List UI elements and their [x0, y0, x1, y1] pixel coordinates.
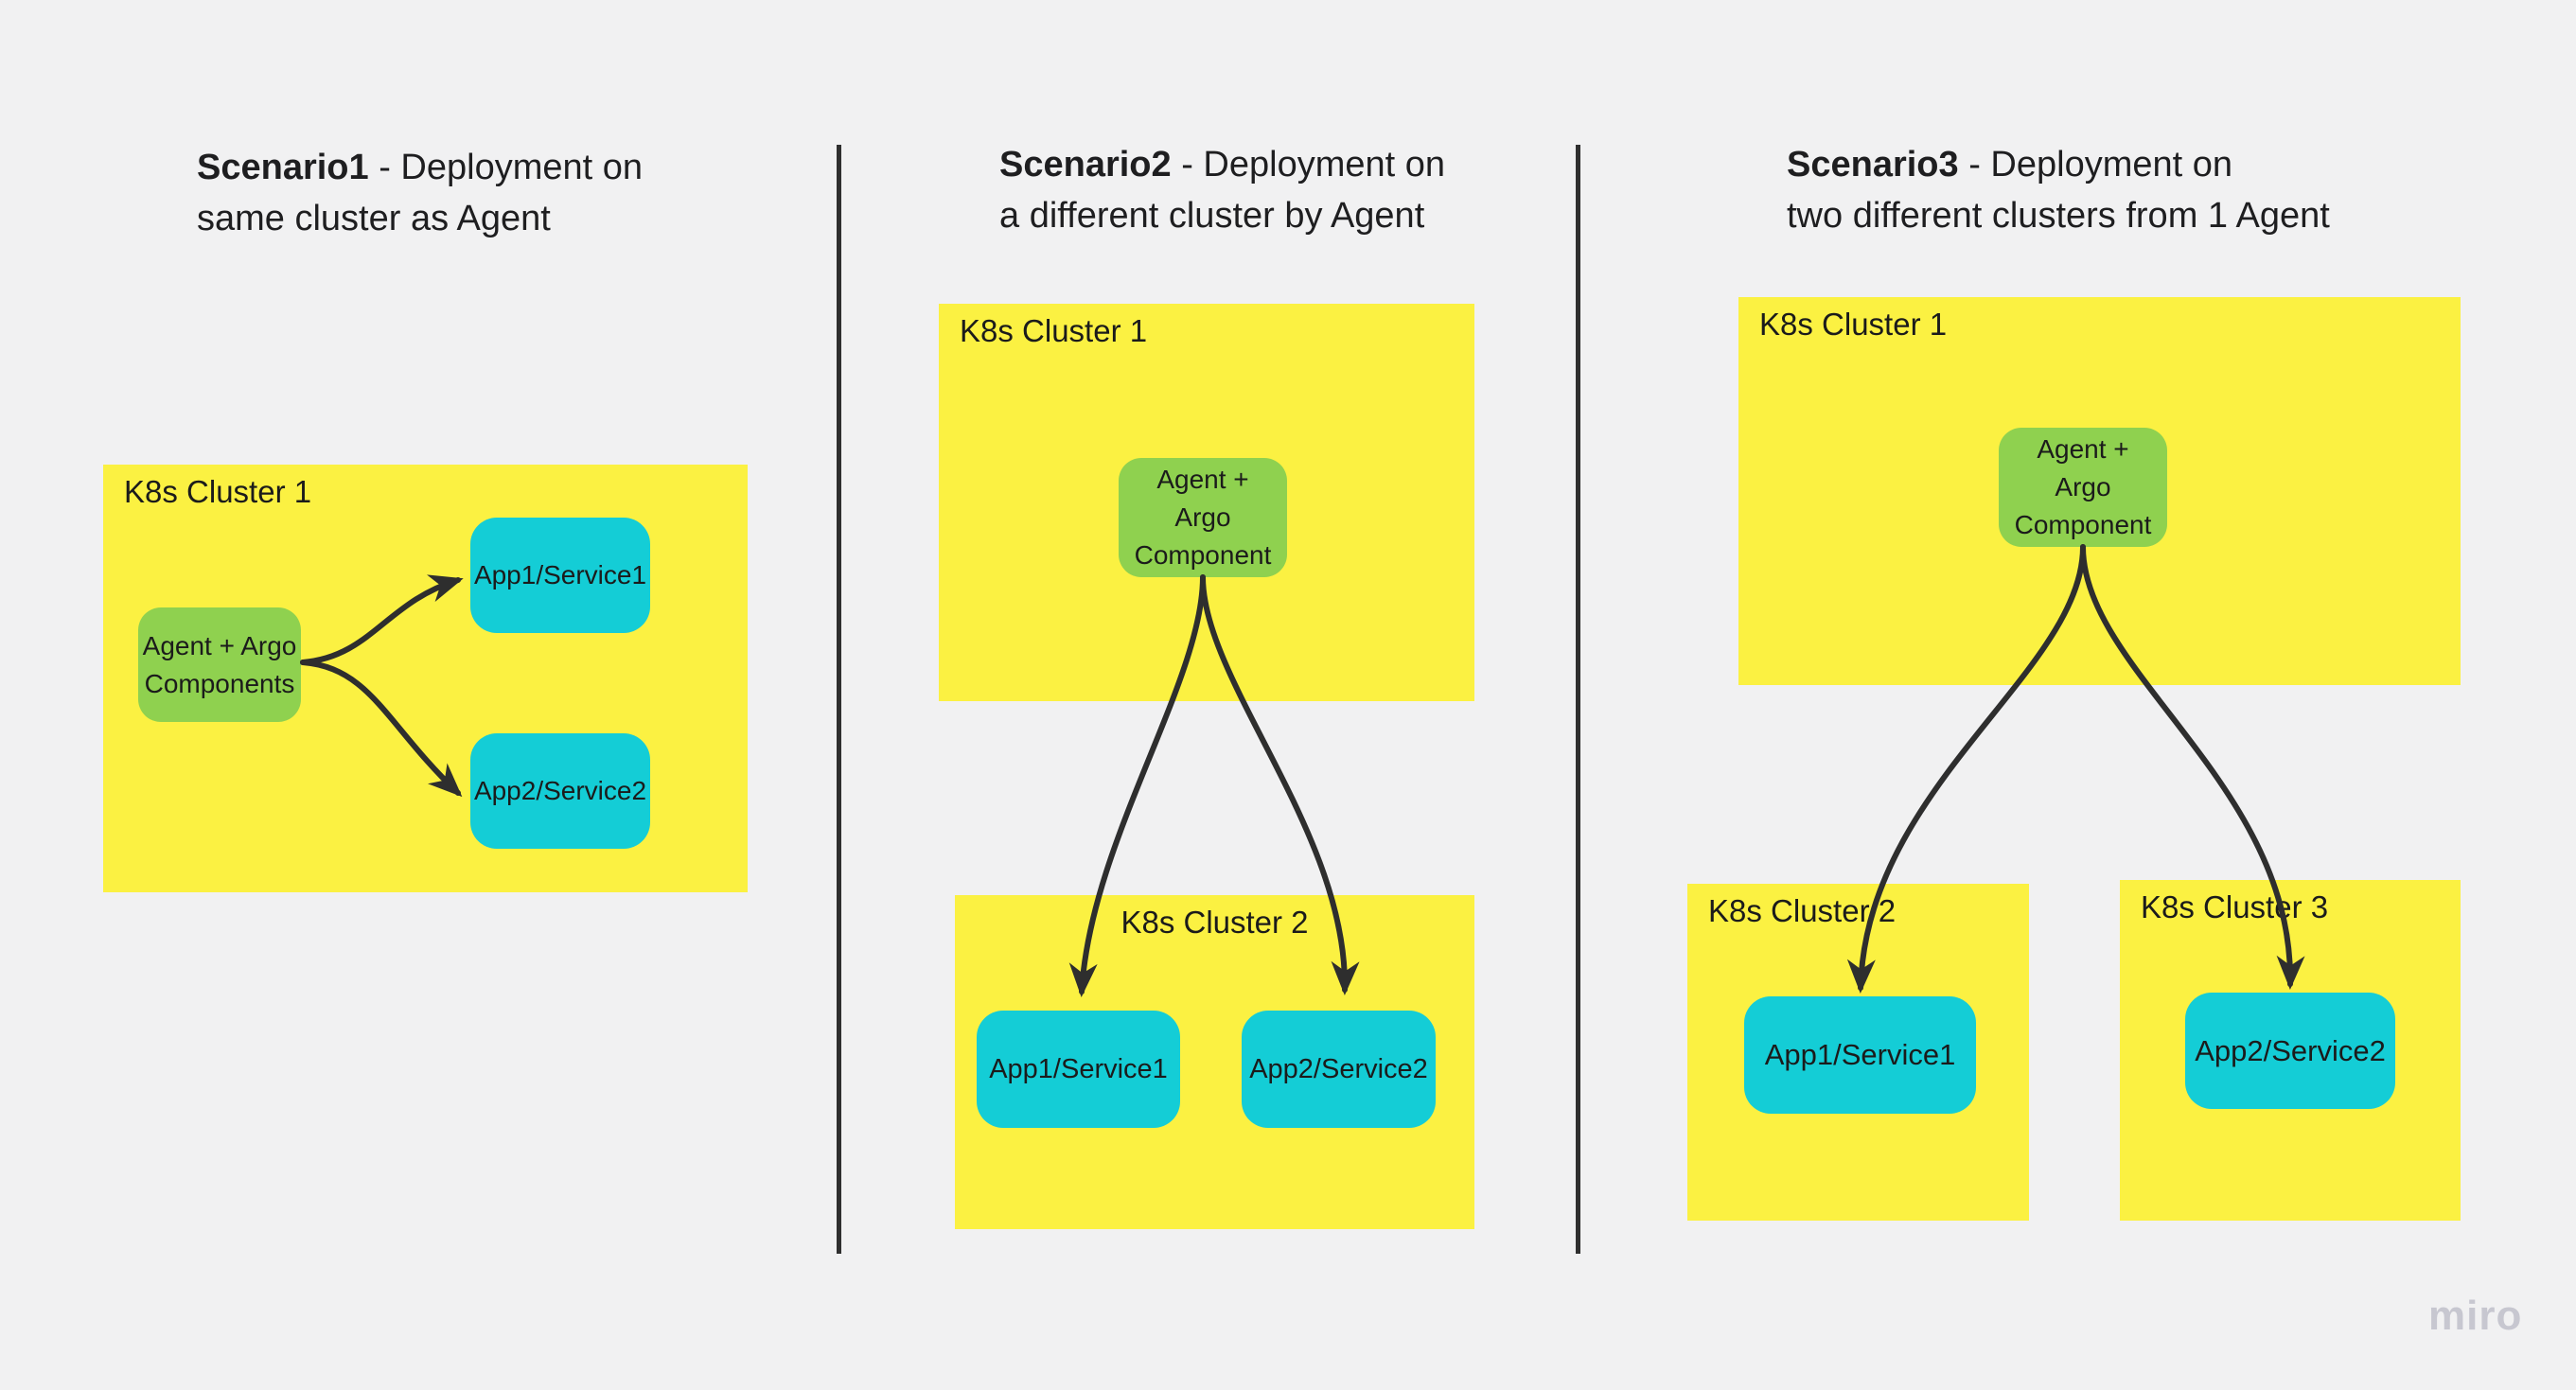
s1-app2-node[interactable]: App2/Service2: [470, 733, 650, 849]
s2-cluster2-label: K8s Cluster 2: [1120, 905, 1309, 940]
s2-app2-node[interactable]: App2/Service2: [1242, 1011, 1436, 1128]
s2-app1-node[interactable]: App1/Service1: [977, 1011, 1180, 1128]
scenario-3-title-bold: Scenario3: [1787, 145, 1959, 185]
scenario-1-title-bold: Scenario1: [197, 148, 369, 187]
s1-agent-node[interactable]: Agent + Argo Components: [138, 607, 301, 722]
s3-agent-node[interactable]: Agent + Argo Component: [1999, 428, 2167, 547]
s3-cluster3-label: K8s Cluster 3: [2141, 889, 2329, 924]
s1-app2-node-label: App2/Service2: [473, 776, 647, 805]
scenario-2-title[interactable]: Scenario2 - Deployment on a different cl…: [999, 139, 1445, 241]
s1-cluster1-label: K8s Cluster 1: [124, 474, 312, 509]
scenario-1-title[interactable]: Scenario1 - Deployment on same cluster a…: [197, 142, 643, 244]
s2-agent-node[interactable]: Agent + Argo Component: [1119, 458, 1287, 577]
scenario-3-title-rest: - Deployment on: [1958, 145, 2233, 185]
s1-agent-node-label: Agent + Argo Components: [142, 630, 297, 698]
s3-app1-node[interactable]: App1/Service1: [1744, 996, 1976, 1114]
scenario-2-title-bold: Scenario2: [999, 145, 1172, 185]
s2-agent-node-label: Agent + Argo Component: [1134, 465, 1272, 570]
s2-app2-node-label: App2/Service2: [1249, 1053, 1428, 1084]
s3-app2-node[interactable]: App2/Service2: [2185, 993, 2395, 1109]
s3-cluster2-label: K8s Cluster 2: [1708, 893, 1897, 928]
s3-app1-node-label: App1/Service1: [1764, 1038, 1956, 1071]
s1-app1-node-label: App1/Service1: [473, 560, 647, 589]
s3-cluster1-label: K8s Cluster 1: [1759, 307, 1948, 342]
scenario-1-title-rest: - Deployment on: [368, 148, 644, 187]
miro-watermark[interactable]: miro: [2428, 1293, 2523, 1339]
scenario-3-title-line2: two different clusters from 1 Agent: [1787, 196, 2330, 236]
s2-app1-node-label: App1/Service1: [989, 1053, 1168, 1084]
s3-app2-node-label: App2/Service2: [2195, 1033, 2386, 1067]
scenario-1-title-line2: same cluster as Agent: [197, 199, 551, 238]
scenario-2-title-rest: - Deployment on: [1171, 145, 1446, 185]
s1-app1-node[interactable]: App1/Service1: [470, 518, 650, 633]
divider-line-1[interactable]: [837, 145, 841, 1254]
divider-line-2[interactable]: [1576, 145, 1580, 1254]
scenario-3-title[interactable]: Scenario3 - Deployment on two different …: [1787, 139, 2330, 241]
scenario-2-title-line2: a different cluster by Agent: [999, 196, 1425, 236]
s2-cluster1-label: K8s Cluster 1: [960, 313, 1148, 348]
s3-agent-node-label: Agent + Argo Component: [2014, 434, 2152, 539]
